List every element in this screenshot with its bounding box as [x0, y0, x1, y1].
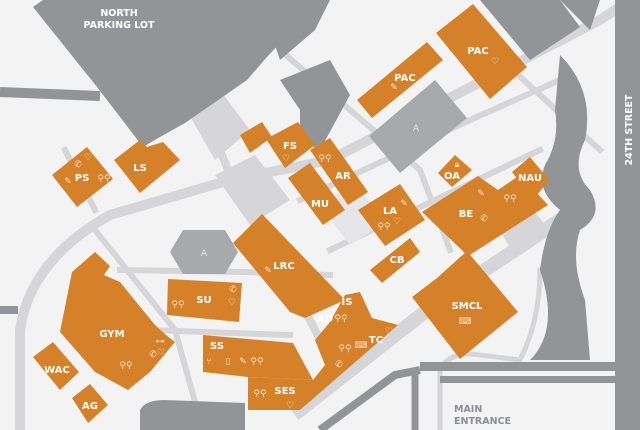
restroom-icon: ⚲⚲ — [97, 174, 111, 184]
aed-heart-icon: ♡ — [282, 154, 290, 164]
building-ar[interactable] — [310, 138, 368, 205]
label-ses: SES — [274, 386, 295, 397]
label-ag: AG — [82, 401, 98, 412]
label-ad: AD — [317, 314, 333, 325]
pencil-icon: ✎ — [239, 357, 247, 367]
food-icon: ⑂ — [206, 357, 211, 367]
building-labels: PS LS FS AR MU PAC PAC OA NAU BE LA CB L… — [44, 46, 542, 412]
label-pac-small: PAC — [394, 73, 416, 84]
label-tc: TC — [369, 335, 383, 346]
label-oa: OA — [444, 171, 460, 182]
label-pac: PAC — [467, 46, 489, 57]
building-be[interactable] — [422, 175, 548, 256]
label-nau: NAU — [518, 173, 542, 184]
entrance-label-line2: ENTRANCE — [454, 416, 511, 427]
building-cb[interactable] — [370, 238, 420, 283]
building-pac-small[interactable] — [357, 42, 443, 118]
label-su: SU — [196, 295, 211, 306]
building-ss[interactable] — [203, 335, 313, 380]
restroom-icon: ⚲⚲ — [171, 300, 185, 310]
label-cb: CB — [390, 255, 405, 266]
aed-heart-icon: ♡ — [491, 57, 499, 67]
building-lrc[interactable] — [233, 214, 345, 318]
pencil-icon: ✎ — [64, 177, 72, 187]
entrance-label-line1: MAIN — [454, 404, 482, 415]
computer-icon: ⌨ — [459, 317, 472, 327]
building-su[interactable] — [167, 279, 242, 322]
building-oa[interactable] — [438, 155, 472, 187]
aed-heart-icon: ♡ — [84, 153, 92, 163]
restroom-icon: ⚲⚲ — [318, 154, 332, 164]
aed-heart-icon: ♡ — [385, 327, 393, 337]
lot-a-west — [170, 230, 238, 274]
phone-icon: ✆ — [74, 160, 82, 170]
restroom-icon: ⚲⚲ — [250, 357, 264, 367]
label-ls: LS — [133, 163, 147, 174]
building-la[interactable] — [358, 184, 425, 246]
computer-icon: ⌨ — [355, 341, 368, 351]
aed-heart-icon: ♡ — [286, 401, 294, 411]
south-parking — [140, 400, 245, 430]
pencil-icon: ✎ — [477, 189, 485, 199]
lot-a-label: A — [413, 124, 420, 134]
east-parking — [530, 55, 596, 360]
label-smcl: SMCL — [452, 301, 483, 312]
buildings — [33, 4, 549, 423]
restroom-icon: ⚲⚲ — [253, 389, 267, 399]
building-ps[interactable] — [52, 147, 113, 207]
phone-icon: ✆ — [335, 360, 343, 370]
label-is: IS — [342, 297, 353, 308]
amenity-icons: ♡ ✆ ✎ ⚲⚲ ♡ ⚲⚲ ✎ ♡ 🔒︎ ✎ ⚲⚲ ✆ ✎ ⚲⚲ ♡ ✎ ⚲⚲ … — [64, 57, 517, 411]
label-ss: SS — [210, 341, 224, 352]
restroom-icon: ⚲⚲ — [377, 222, 391, 232]
label-ps: PS — [75, 173, 90, 184]
pencil-icon: ✎ — [390, 83, 398, 93]
label-fs: FS — [283, 141, 297, 152]
label-lrc: LRC — [273, 261, 294, 272]
24th-street-road — [615, 0, 640, 430]
building-mu[interactable] — [288, 163, 345, 225]
north-parking-label-line2: PARKING LOT — [84, 20, 156, 31]
building-nau[interactable] — [512, 157, 549, 200]
building-wac[interactable] — [33, 342, 79, 390]
north-parking-lot — [33, 0, 320, 147]
lock-icon: 🔒︎ — [455, 160, 460, 170]
pencil-icon: ✎ — [400, 199, 408, 209]
building-fs[interactable] — [266, 122, 315, 168]
phone-icon: ✆ — [480, 214, 488, 224]
aed-heart-icon: ♡ — [393, 217, 401, 227]
label-la: LA — [383, 206, 397, 217]
label-wac: WAC — [44, 365, 70, 376]
north-parking-label-line1: NORTH — [100, 8, 137, 19]
aed-heart-icon: ♡ — [228, 298, 236, 308]
street-label: 24TH STREET — [624, 94, 635, 166]
restroom-icon: ⚲⚲ — [119, 361, 133, 371]
building-pac[interactable] — [436, 4, 527, 99]
restroom-icon: ⚲⚲ — [503, 194, 517, 204]
lot-a-label: A — [201, 249, 208, 259]
building-annex[interactable] — [240, 122, 272, 153]
book-icon: ▯ — [226, 357, 231, 367]
restroom-icon: ⚲⚲ — [338, 344, 352, 354]
label-ar: AR — [335, 171, 351, 182]
phone-icon: ✆ — [229, 285, 237, 295]
pencil-icon: ✎ — [264, 266, 272, 276]
building-smcl[interactable] — [412, 251, 518, 359]
building-ls[interactable] — [114, 140, 180, 193]
lot-a-north — [369, 80, 467, 173]
label-be: BE — [459, 209, 474, 220]
phone-icon: ✆ — [149, 350, 157, 360]
building-ses-ad-tc[interactable] — [248, 292, 398, 410]
fitness-icon: ⊶ — [156, 337, 165, 347]
label-gym: GYM — [99, 329, 124, 340]
label-mu: MU — [311, 199, 329, 210]
aed-heart-icon: ♡ — [157, 348, 165, 358]
building-ag[interactable] — [72, 384, 108, 423]
building-gym[interactable] — [60, 252, 175, 390]
restroom-icon: ⚲⚲ — [334, 314, 348, 324]
lots: A A — [170, 80, 467, 274]
